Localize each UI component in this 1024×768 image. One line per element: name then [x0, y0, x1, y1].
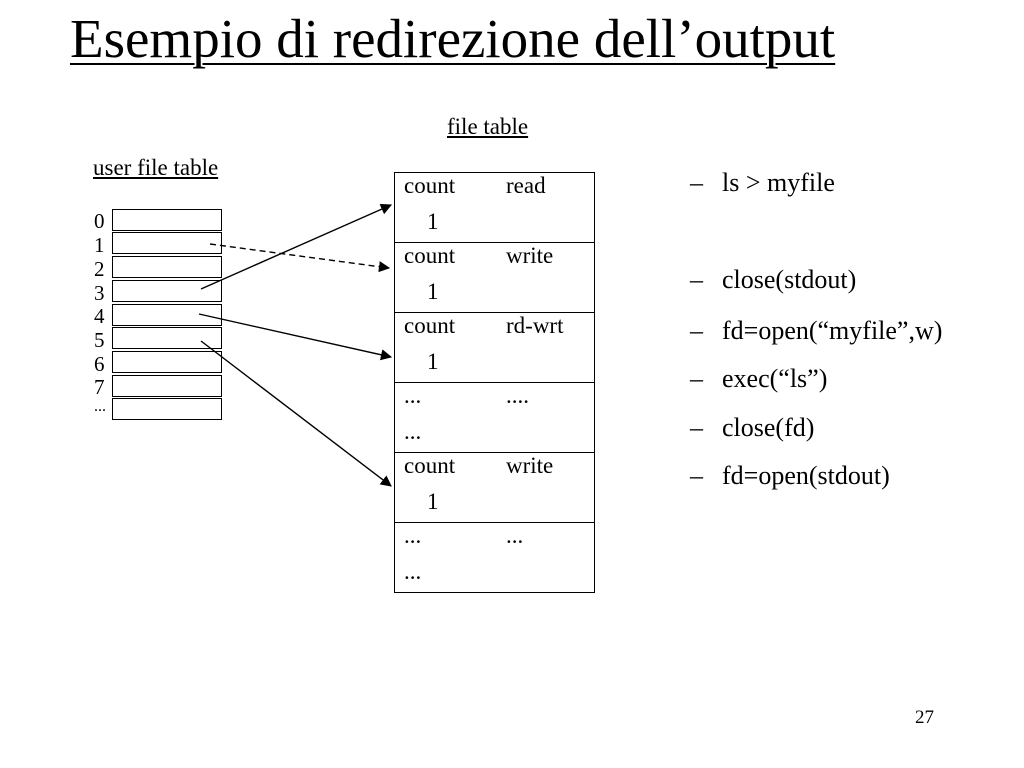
dash-bullet: – [690, 316, 703, 345]
file-table-count-value: 1 [427, 209, 439, 234]
file-table-entry: ... ... ... [394, 522, 595, 593]
file-table-count-value: 1 [427, 279, 439, 304]
user-file-table-row [112, 398, 222, 420]
file-table-ellipsis: ... [404, 419, 422, 444]
user-file-table-row [112, 375, 222, 397]
dash-bullet: – [690, 413, 703, 442]
command-text: fd=open(“myfile”,w) [722, 316, 943, 345]
user-file-table-row [112, 256, 222, 278]
file-table-entry: count rd-wrt 1 [394, 312, 595, 383]
user-file-table-index: 6 [94, 352, 105, 376]
file-table-count-value: 1 [427, 349, 439, 374]
file-table-count-label: count [404, 173, 456, 198]
user-file-table-index: 1 [94, 233, 105, 257]
command-text: close(stdout) [722, 265, 857, 294]
user-file-table-row [112, 327, 222, 349]
user-file-table-index: 4 [94, 304, 105, 328]
file-table-mode: read [506, 173, 546, 198]
command-text: ls > myfile [722, 168, 835, 197]
page-number: 27 [915, 707, 934, 728]
file-table-count-label: count [404, 313, 456, 338]
user-file-table-index: 2 [94, 257, 105, 281]
user-file-table-row [112, 209, 222, 231]
command-item: –ls > myfile [690, 168, 835, 198]
slide-title: Esempio di redirezione dell’output [70, 8, 836, 69]
user-file-table-index: 0 [94, 209, 105, 233]
file-table-mode: write [506, 453, 554, 478]
file-table-ellipsis: ... [506, 523, 524, 548]
arrow-fd1-to-read-entry [200, 203, 393, 290]
user-file-table-index: 3 [94, 281, 105, 305]
dash-bullet: – [690, 364, 703, 393]
command-item: –exec(“ls”) [690, 364, 827, 394]
file-table-count-value: 1 [427, 489, 439, 514]
user-file-table-row [112, 351, 222, 373]
user-file-table-index: ... [94, 398, 106, 415]
dash-bullet: – [690, 265, 703, 294]
dashed-arrow-stdout-to-write-entry [209, 243, 391, 273]
file-table-mode: write [506, 243, 554, 268]
file-table-count-label: count [404, 243, 456, 268]
user-file-table-row [112, 280, 222, 302]
file-table-ellipsis: .... [506, 383, 529, 408]
command-item: –close(stdout) [690, 265, 856, 295]
user-file-table-row [112, 304, 222, 326]
arrow-fd5-to-write-entry [200, 340, 392, 487]
user-file-table-index: 7 [94, 375, 105, 399]
command-text: close(fd) [722, 413, 815, 442]
file-table-label: file table [447, 114, 529, 139]
file-table-mode: rd-wrt [506, 313, 564, 338]
command-item: –close(fd) [690, 413, 814, 443]
dash-bullet: – [690, 168, 703, 197]
arrow-fd4-to-rdwrt-entry [198, 313, 393, 361]
command-text: fd=open(stdout) [722, 461, 890, 490]
user-file-table-row [112, 232, 222, 254]
command-text: exec(“ls”) [722, 364, 828, 393]
command-item: –fd=open(stdout) [690, 461, 890, 491]
dash-bullet: – [690, 461, 703, 490]
file-table-ellipsis: ... [404, 523, 422, 548]
file-table-entry: count write 1 [394, 242, 595, 313]
file-table-ellipsis: ... [404, 383, 422, 408]
file-table-count-label: count [404, 453, 456, 478]
file-table-ellipsis: ... [404, 559, 422, 584]
user-file-table-label: user file table [93, 155, 219, 180]
command-item: –fd=open(“myfile”,w) [690, 316, 942, 346]
user-file-table-index: 5 [94, 328, 105, 352]
